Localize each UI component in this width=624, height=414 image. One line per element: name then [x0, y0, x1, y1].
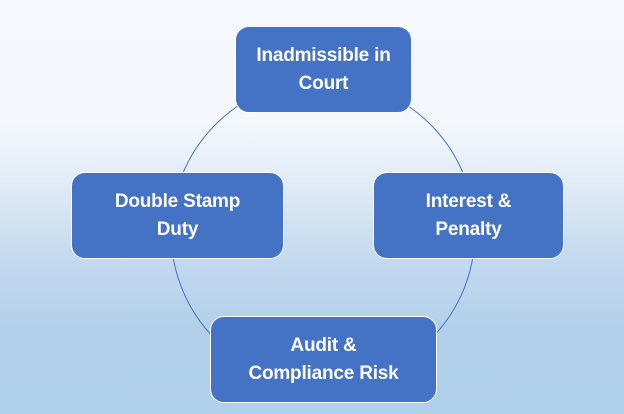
node-label-line: Compliance Risk — [248, 362, 399, 384]
node-label-line: Inadmissible in — [256, 44, 391, 66]
node-label-line: Interest & — [425, 190, 512, 212]
node-label-line: Double Stamp — [114, 190, 241, 212]
node-label-line: Audit & — [290, 334, 357, 356]
node-label-line: Court — [298, 72, 349, 94]
node-inadmissible-in-court: Inadmissible in Court — [235, 26, 412, 113]
node-interest-penalty: Interest & Penalty — [373, 172, 564, 259]
node-double-stamp-duty: Double Stamp Duty — [71, 172, 284, 259]
node-audit-compliance-risk: Audit & Compliance Risk — [210, 316, 437, 403]
node-label-line: Penalty — [435, 218, 502, 240]
node-label-line: Duty — [156, 218, 199, 240]
